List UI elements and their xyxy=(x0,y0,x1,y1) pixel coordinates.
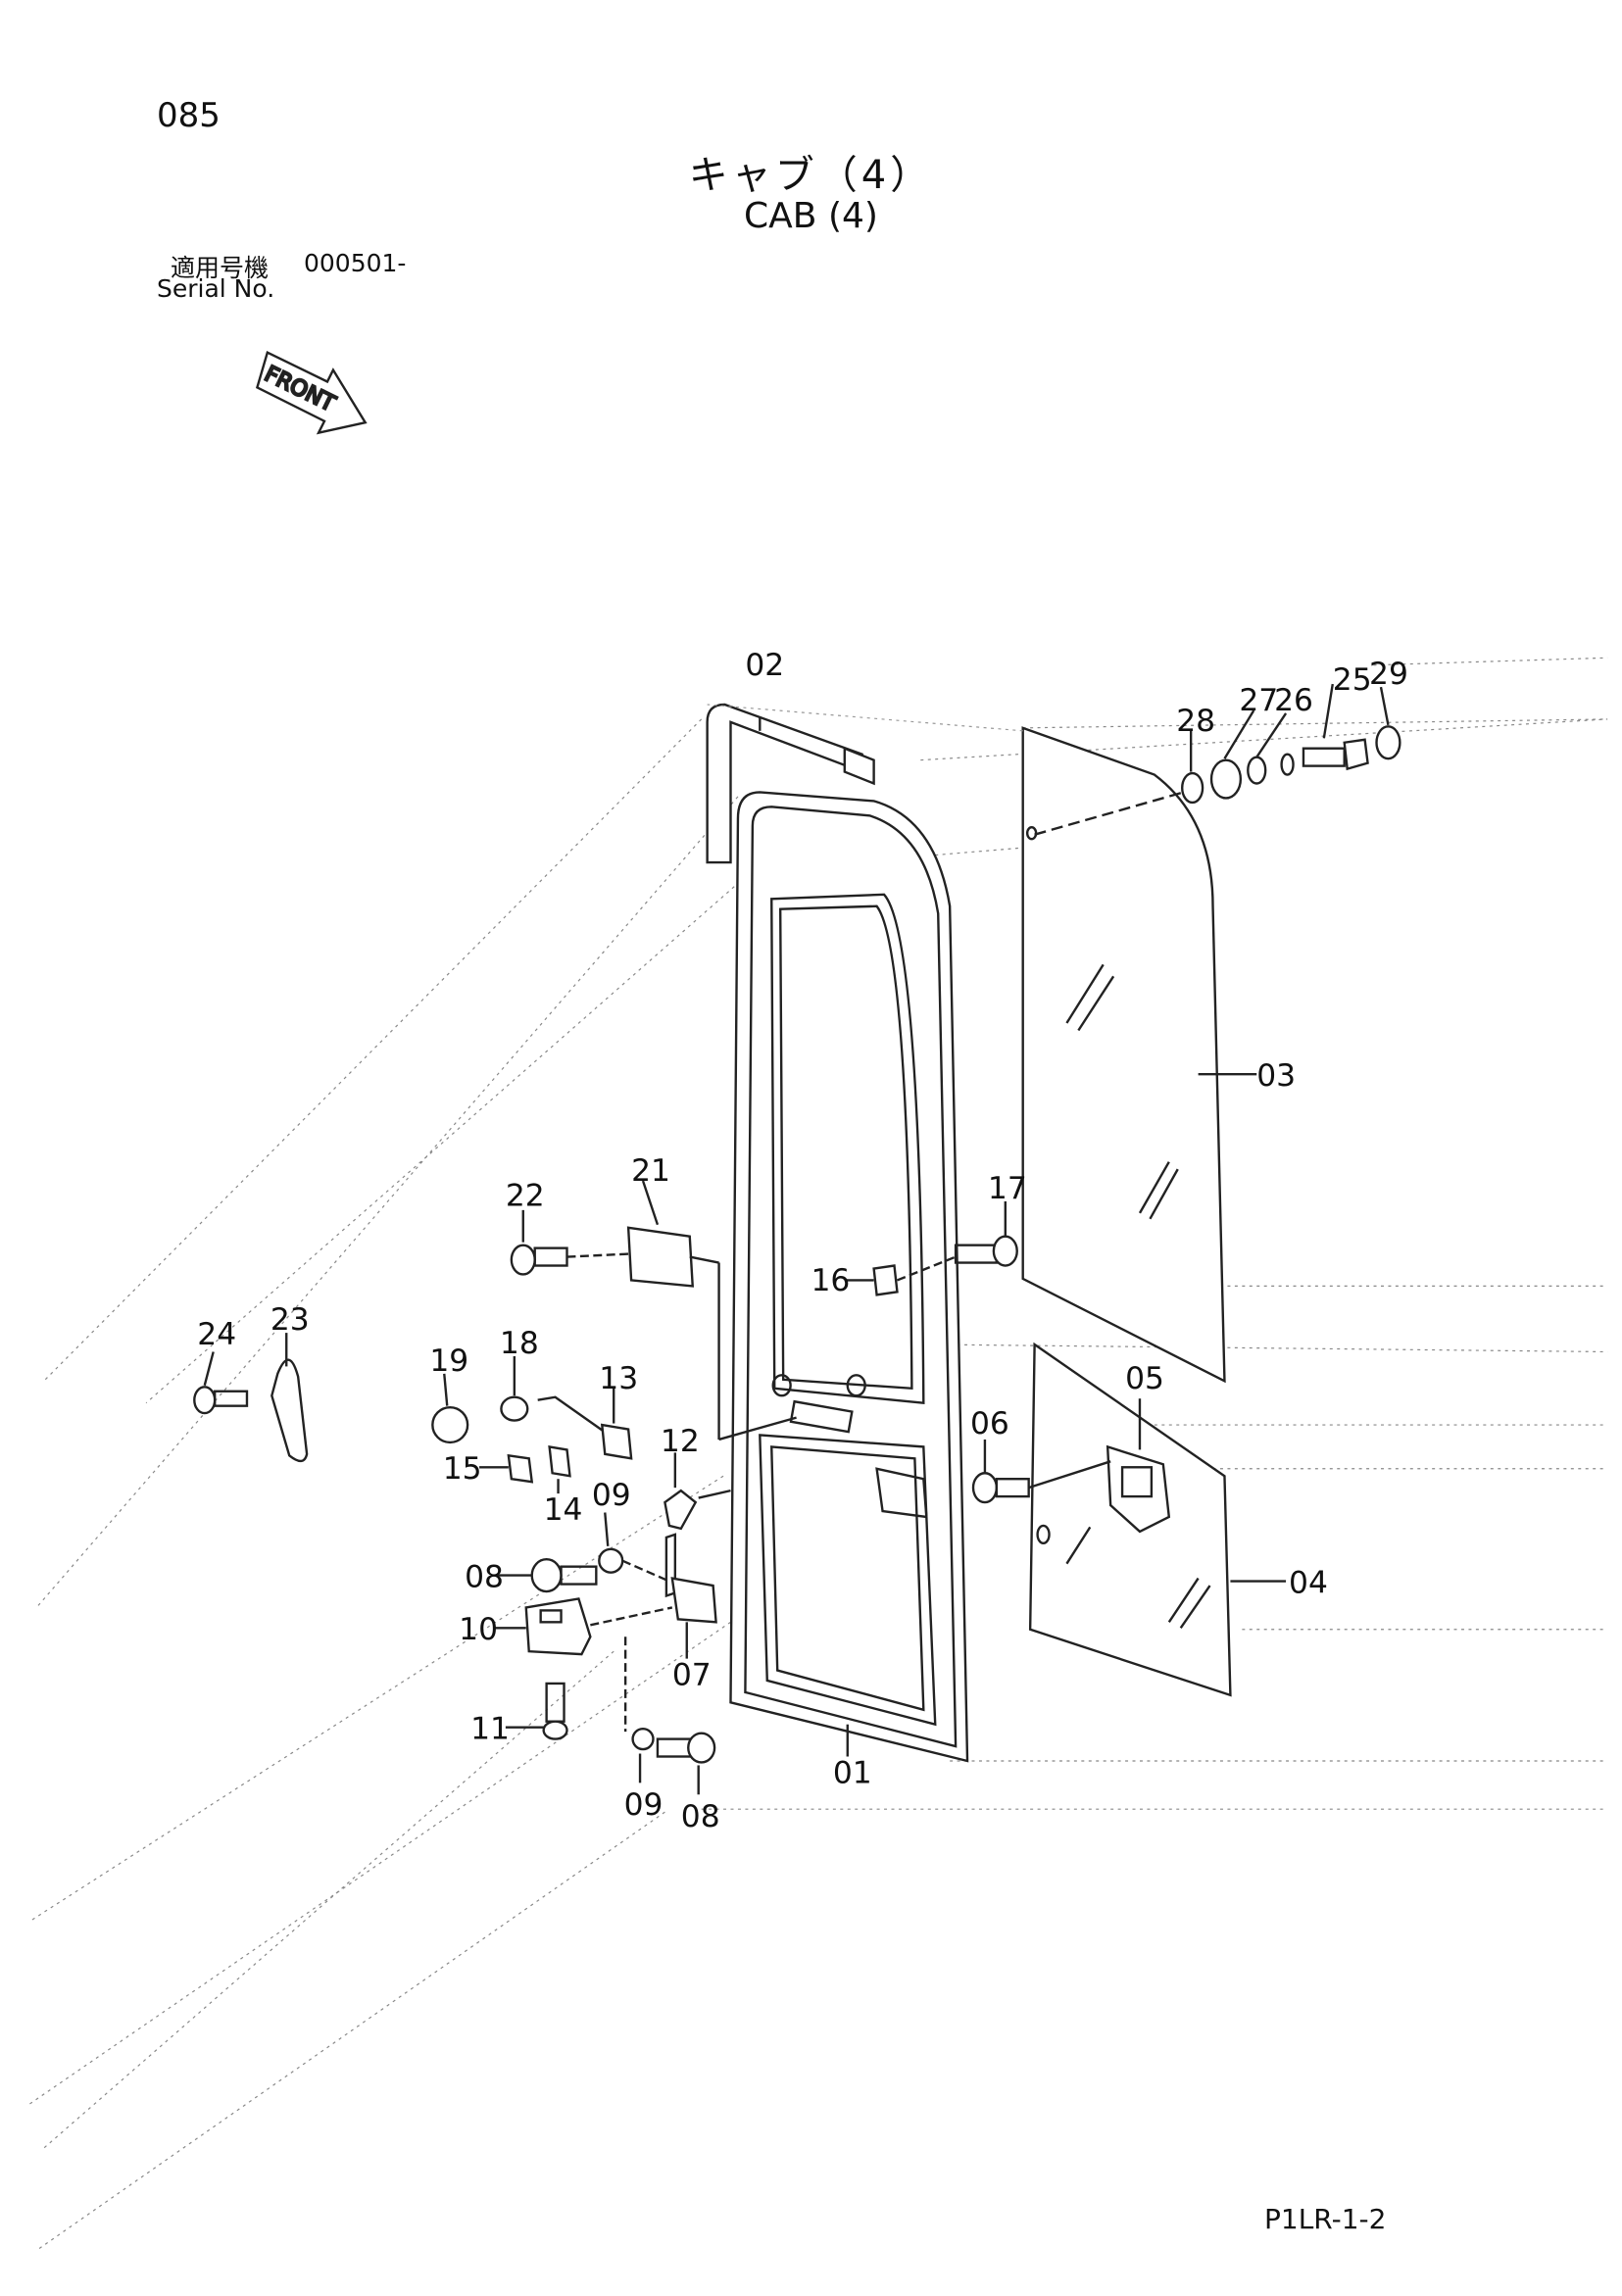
handle-23 xyxy=(270,1333,309,1463)
plate-21 xyxy=(626,1180,797,1441)
callout-14: 14 xyxy=(544,1492,583,1528)
glass-upper xyxy=(1021,726,1257,1384)
page-number: 085 xyxy=(157,96,221,135)
callout-08-lower: 08 xyxy=(681,1799,720,1834)
bolt-11 xyxy=(505,1682,568,1740)
grommet-18 xyxy=(500,1355,529,1422)
washer-09-upper xyxy=(598,1512,670,1583)
callout-25: 25 xyxy=(1333,662,1372,698)
hinge-block-10 xyxy=(493,1597,673,1656)
callout-22: 22 xyxy=(506,1178,545,1213)
callout-08-upper: 08 xyxy=(465,1560,504,1595)
callout-18: 18 xyxy=(500,1326,539,1361)
callout-12: 12 xyxy=(661,1424,700,1459)
callout-13: 13 xyxy=(599,1361,638,1396)
callout-16: 16 xyxy=(811,1263,851,1298)
serial-label-japanese: 適用号機 xyxy=(171,254,270,282)
callout-26: 26 xyxy=(1274,683,1313,718)
weather-strip xyxy=(706,703,875,864)
elbow-12 xyxy=(664,1452,731,1531)
callout-24: 24 xyxy=(197,1317,236,1352)
callout-05: 05 xyxy=(1125,1361,1164,1396)
callout-21: 21 xyxy=(631,1153,670,1189)
bolt-22 xyxy=(510,1209,629,1276)
document-code: P1LR-1-2 xyxy=(1264,2203,1387,2235)
callout-27: 27 xyxy=(1239,683,1278,718)
callout-06: 06 xyxy=(970,1406,1009,1441)
callout-09-upper: 09 xyxy=(592,1478,631,1513)
washer-09-lower xyxy=(623,1637,655,1783)
callout-07: 07 xyxy=(672,1657,712,1692)
latch-bracket xyxy=(1106,1398,1171,1534)
callout-03: 03 xyxy=(1256,1058,1296,1094)
callout-15: 15 xyxy=(443,1451,482,1487)
callout-10: 10 xyxy=(459,1612,498,1647)
callout-11: 11 xyxy=(470,1712,510,1747)
title-english: CAB (4) xyxy=(744,196,878,236)
clip-16 xyxy=(844,1264,899,1296)
leader-lines-dotted xyxy=(28,657,1608,2251)
bolt-08-upper xyxy=(496,1558,598,1593)
serial-number-range: 000501- xyxy=(304,249,407,277)
screw-24 xyxy=(193,1351,249,1415)
callout-09-lower: 09 xyxy=(624,1787,664,1823)
bracket-14 xyxy=(548,1444,571,1494)
callout-23: 23 xyxy=(270,1302,310,1338)
hinge-07 xyxy=(664,1533,717,1659)
callout-01: 01 xyxy=(833,1755,872,1790)
serial-label-english: Serial No. xyxy=(157,274,275,303)
bolt-08-lower xyxy=(656,1732,716,1795)
title-japanese: キャブ（4） xyxy=(688,153,934,198)
bracket-15 xyxy=(479,1453,534,1484)
front-arrow-icon: FRONT xyxy=(255,350,368,435)
bolt-17 xyxy=(897,1200,1018,1282)
door-frame xyxy=(729,791,969,1763)
callout-02: 02 xyxy=(745,648,784,683)
callout-28: 28 xyxy=(1176,704,1215,739)
callout-17: 17 xyxy=(988,1171,1027,1206)
plug-19 xyxy=(431,1373,469,1444)
callout-19: 19 xyxy=(429,1343,468,1379)
callout-04: 04 xyxy=(1289,1566,1328,1601)
bolt-06 xyxy=(971,1439,1111,1504)
callout-29: 29 xyxy=(1369,657,1408,692)
bolt-stack-upper xyxy=(1034,683,1401,836)
callout-labels: 02 28 27 26 25 29 03 17 16 21 22 23 24 1… xyxy=(197,648,1408,1834)
rod-13 xyxy=(537,1388,633,1460)
